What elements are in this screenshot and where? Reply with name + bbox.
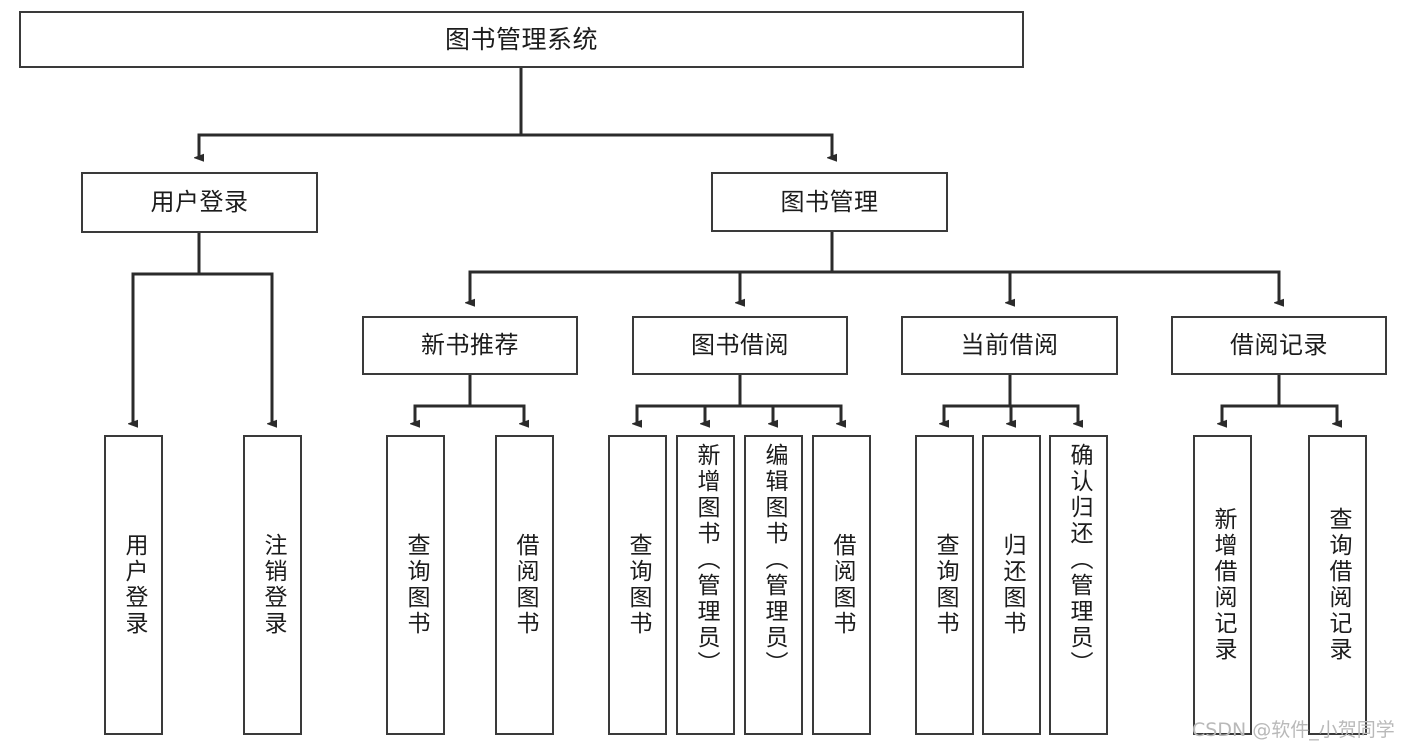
leaf-query-book-1[interactable]: 查询图书 [386, 435, 445, 735]
node-new-book-recommend-label: 新书推荐 [421, 331, 519, 360]
leaf-borrow-book-1-label: 借阅图书 [512, 533, 538, 637]
node-user-login-label: 用户登录 [150, 188, 249, 217]
leaf-query-borrow-record-label: 查询借阅记录 [1325, 507, 1351, 663]
node-new-book-recommend[interactable]: 新书推荐 [362, 316, 578, 375]
node-root[interactable]: 图书管理系统 [19, 11, 1024, 68]
node-current-borrow-label: 当前借阅 [960, 331, 1059, 360]
leaf-query-book-1-label: 查询图书 [403, 533, 429, 637]
leaf-query-book-3[interactable]: 查询图书 [915, 435, 974, 735]
leaf-confirm-return-admin[interactable]: 确认归还（管理员） [1049, 435, 1108, 735]
leaf-query-book-2-label: 查询图书 [625, 533, 651, 637]
node-borrow-record-label: 借阅记录 [1230, 331, 1328, 360]
leaf-borrow-book-2[interactable]: 借阅图书 [812, 435, 871, 735]
leaf-user-login[interactable]: 用户登录 [104, 435, 163, 735]
node-borrow-record[interactable]: 借阅记录 [1171, 316, 1387, 375]
leaf-edit-book-admin-label: 编辑图书（管理员） [761, 443, 787, 677]
leaf-logout-login-label: 注销登录 [260, 533, 286, 637]
leaf-query-book-2[interactable]: 查询图书 [608, 435, 667, 735]
leaf-add-borrow-record-label: 新增借阅记录 [1210, 507, 1236, 663]
leaf-user-login-label: 用户登录 [121, 533, 147, 637]
leaf-confirm-return-admin-label: 确认归还（管理员） [1066, 443, 1092, 677]
leaf-add-book-admin-label: 新增图书（管理员） [693, 443, 719, 677]
leaf-add-book-admin[interactable]: 新增图书（管理员） [676, 435, 735, 735]
leaf-add-borrow-record[interactable]: 新增借阅记录 [1193, 435, 1252, 735]
leaf-edit-book-admin[interactable]: 编辑图书（管理员） [744, 435, 803, 735]
leaf-query-borrow-record[interactable]: 查询借阅记录 [1308, 435, 1367, 735]
node-book-management[interactable]: 图书管理 [711, 172, 948, 232]
node-book-borrow[interactable]: 图书借阅 [632, 316, 848, 375]
leaf-borrow-book-2-label: 借阅图书 [829, 533, 855, 637]
leaf-logout-login[interactable]: 注销登录 [243, 435, 302, 735]
node-current-borrow[interactable]: 当前借阅 [901, 316, 1118, 375]
leaf-borrow-book-1[interactable]: 借阅图书 [495, 435, 554, 735]
leaf-return-book[interactable]: 归还图书 [982, 435, 1041, 735]
leaf-return-book-label: 归还图书 [999, 533, 1025, 637]
leaf-query-book-3-label: 查询图书 [932, 533, 958, 637]
node-user-login[interactable]: 用户登录 [81, 172, 318, 233]
node-book-borrow-label: 图书借阅 [691, 331, 789, 360]
node-root-label: 图书管理系统 [444, 24, 598, 54]
node-book-management-label: 图书管理 [780, 187, 879, 216]
